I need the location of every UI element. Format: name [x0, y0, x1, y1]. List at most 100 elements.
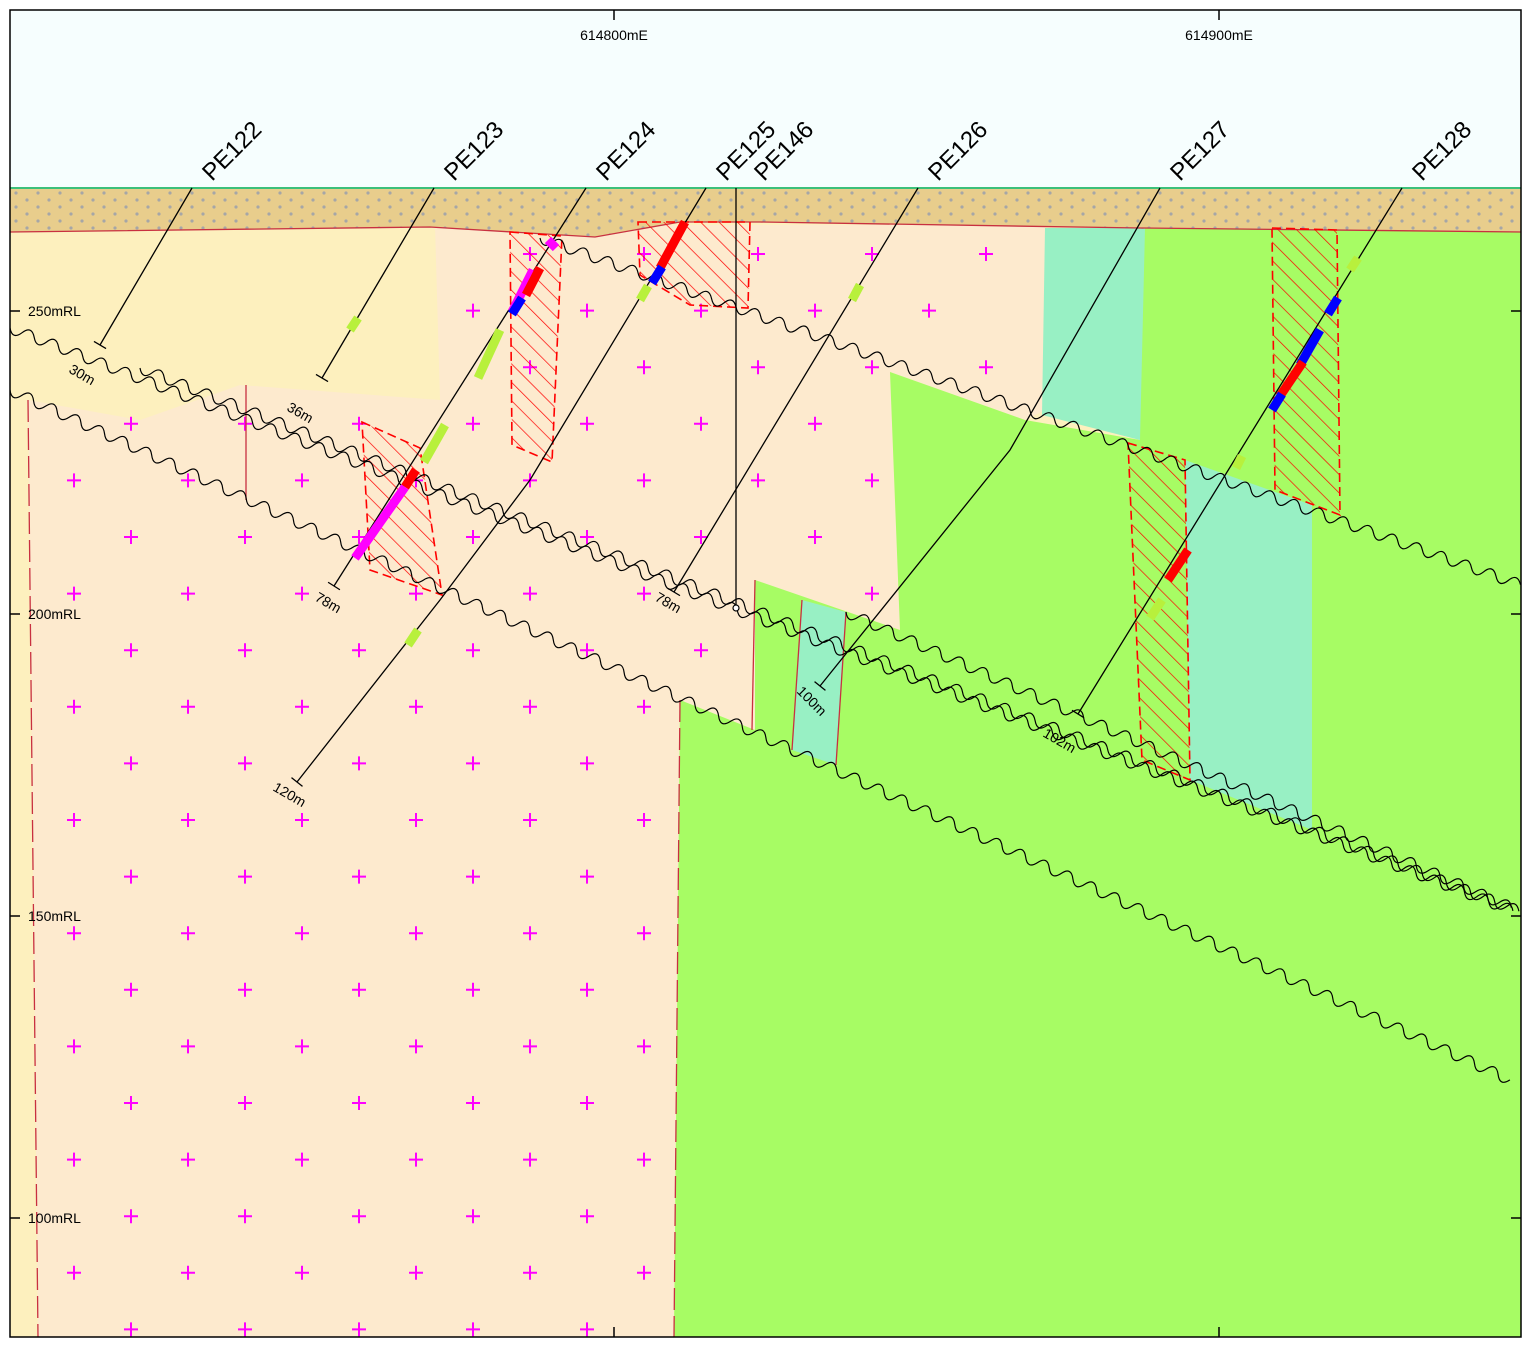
assay-interval: [351, 484, 409, 561]
cross-symbol: [295, 1265, 309, 1280]
unit-aqua-2: [1185, 460, 1312, 830]
cross-symbol: [352, 530, 366, 544]
assay-interval: [508, 295, 526, 317]
hole-end-tick: [93, 340, 107, 350]
assay-interval: [1268, 391, 1286, 413]
assay-interval: [346, 315, 362, 333]
cross-symbol: [124, 643, 138, 658]
cross-symbol: [409, 699, 423, 714]
cross-symbol: [580, 303, 594, 318]
cross-symbol: [67, 1039, 81, 1054]
cross-symbol: [352, 756, 366, 771]
cross-symbol: [124, 982, 138, 997]
assay-interval: [636, 283, 652, 303]
cross-symbol: [637, 1039, 651, 1054]
cross-symbol: [409, 926, 423, 941]
cross-symbol: [181, 473, 195, 488]
cross-symbol: [580, 530, 594, 544]
drillhole-traces: [93, 187, 1403, 787]
cross-symbol: [580, 982, 594, 997]
cross-symbol: [808, 530, 822, 544]
cross-symbol: [238, 1322, 252, 1337]
hole-end-tick: [667, 587, 681, 597]
drillhole-trace-pe124: [333, 187, 587, 587]
assay-interval: [544, 236, 560, 252]
geological-contacts: [27, 385, 847, 1337]
assay-interval: [848, 282, 864, 303]
cross-symbol: [580, 1209, 594, 1224]
hole-end-tick: [315, 373, 329, 383]
drillhole-trace-pe123: [321, 187, 435, 379]
assay-interval: [1296, 327, 1324, 368]
cross-symbol: [466, 869, 480, 884]
cross-symbol: [67, 699, 81, 714]
cross-symbol: [523, 1039, 537, 1054]
assay-interval: [1346, 255, 1362, 273]
assay-interval: [420, 422, 449, 465]
cross-symbol: [466, 303, 480, 318]
cross-symbol: [523, 926, 537, 941]
unit-aqua-3: [792, 600, 846, 765]
fault-line: [10, 327, 1514, 912]
hole-end-tick: [1071, 709, 1085, 719]
cross-symbol: [238, 530, 252, 544]
cross-symbol: [466, 982, 480, 997]
granite-cross-symbols: [67, 247, 993, 1337]
cross-symbol: [295, 699, 309, 714]
cross-symbol: [181, 926, 195, 941]
cross-symbol: [352, 643, 366, 658]
cross-symbol: [124, 416, 138, 431]
background-units: [10, 10, 1521, 1337]
cross-symbol: [808, 303, 822, 318]
fault-line: [10, 389, 1511, 1083]
cross-symbol: [523, 1265, 537, 1280]
cross-symbol: [466, 1322, 480, 1337]
cross-symbol: [637, 1152, 651, 1167]
cross-symbol: [580, 643, 594, 658]
cross-symbol: [124, 1096, 138, 1110]
fault-line: [139, 367, 1520, 912]
cross-symbol: [409, 1039, 423, 1054]
cross-symbol: [181, 1265, 195, 1280]
cross-symbol: [523, 1152, 537, 1167]
cross-symbol: [295, 926, 309, 941]
assay-interval: [522, 265, 544, 298]
cross-symbol: [181, 1039, 195, 1054]
cross-symbol: [409, 813, 423, 827]
drillhole-trace-pe125: [296, 187, 707, 783]
cross-symbol: [352, 1322, 366, 1337]
cross-symbol: [637, 813, 651, 827]
hatched-zone: [637, 221, 751, 309]
cross-symbol: [580, 1096, 594, 1110]
cross-symbol: [637, 926, 651, 941]
cross-symbol: [637, 699, 651, 714]
rl-label-200: 200mRL: [28, 606, 81, 622]
contact-west: [27, 399, 39, 1337]
fault-line: [539, 237, 1521, 585]
cross-symbol: [295, 1039, 309, 1054]
hatched-zone: [1271, 227, 1341, 517]
cross-symbol: [295, 1152, 309, 1167]
cross-symbol: [409, 1152, 423, 1167]
assay-interval: [656, 219, 689, 271]
cross-symbol: [466, 416, 480, 431]
cross-symbol: [751, 247, 765, 261]
cross-symbol: [466, 1209, 480, 1224]
cross-symbol: [466, 1096, 480, 1110]
cross-symbol: [580, 1322, 594, 1337]
cross-symbol: [751, 473, 765, 488]
cross-symbol: [238, 643, 252, 658]
fault-lines: [10, 237, 1521, 1083]
cross-symbol: [466, 643, 480, 658]
cross-symbol: [979, 247, 993, 261]
contact-aqua-3b: [835, 611, 847, 766]
drillhole-trace-pe122: [99, 187, 193, 346]
cross-symbol: [124, 1209, 138, 1224]
cross-symbol: [181, 699, 195, 714]
assay-interval: [473, 328, 505, 380]
cross-symbol: [694, 530, 708, 544]
cross-symbol: [979, 360, 993, 375]
cross-symbol: [238, 756, 252, 771]
fault-line: [845, 611, 1512, 908]
